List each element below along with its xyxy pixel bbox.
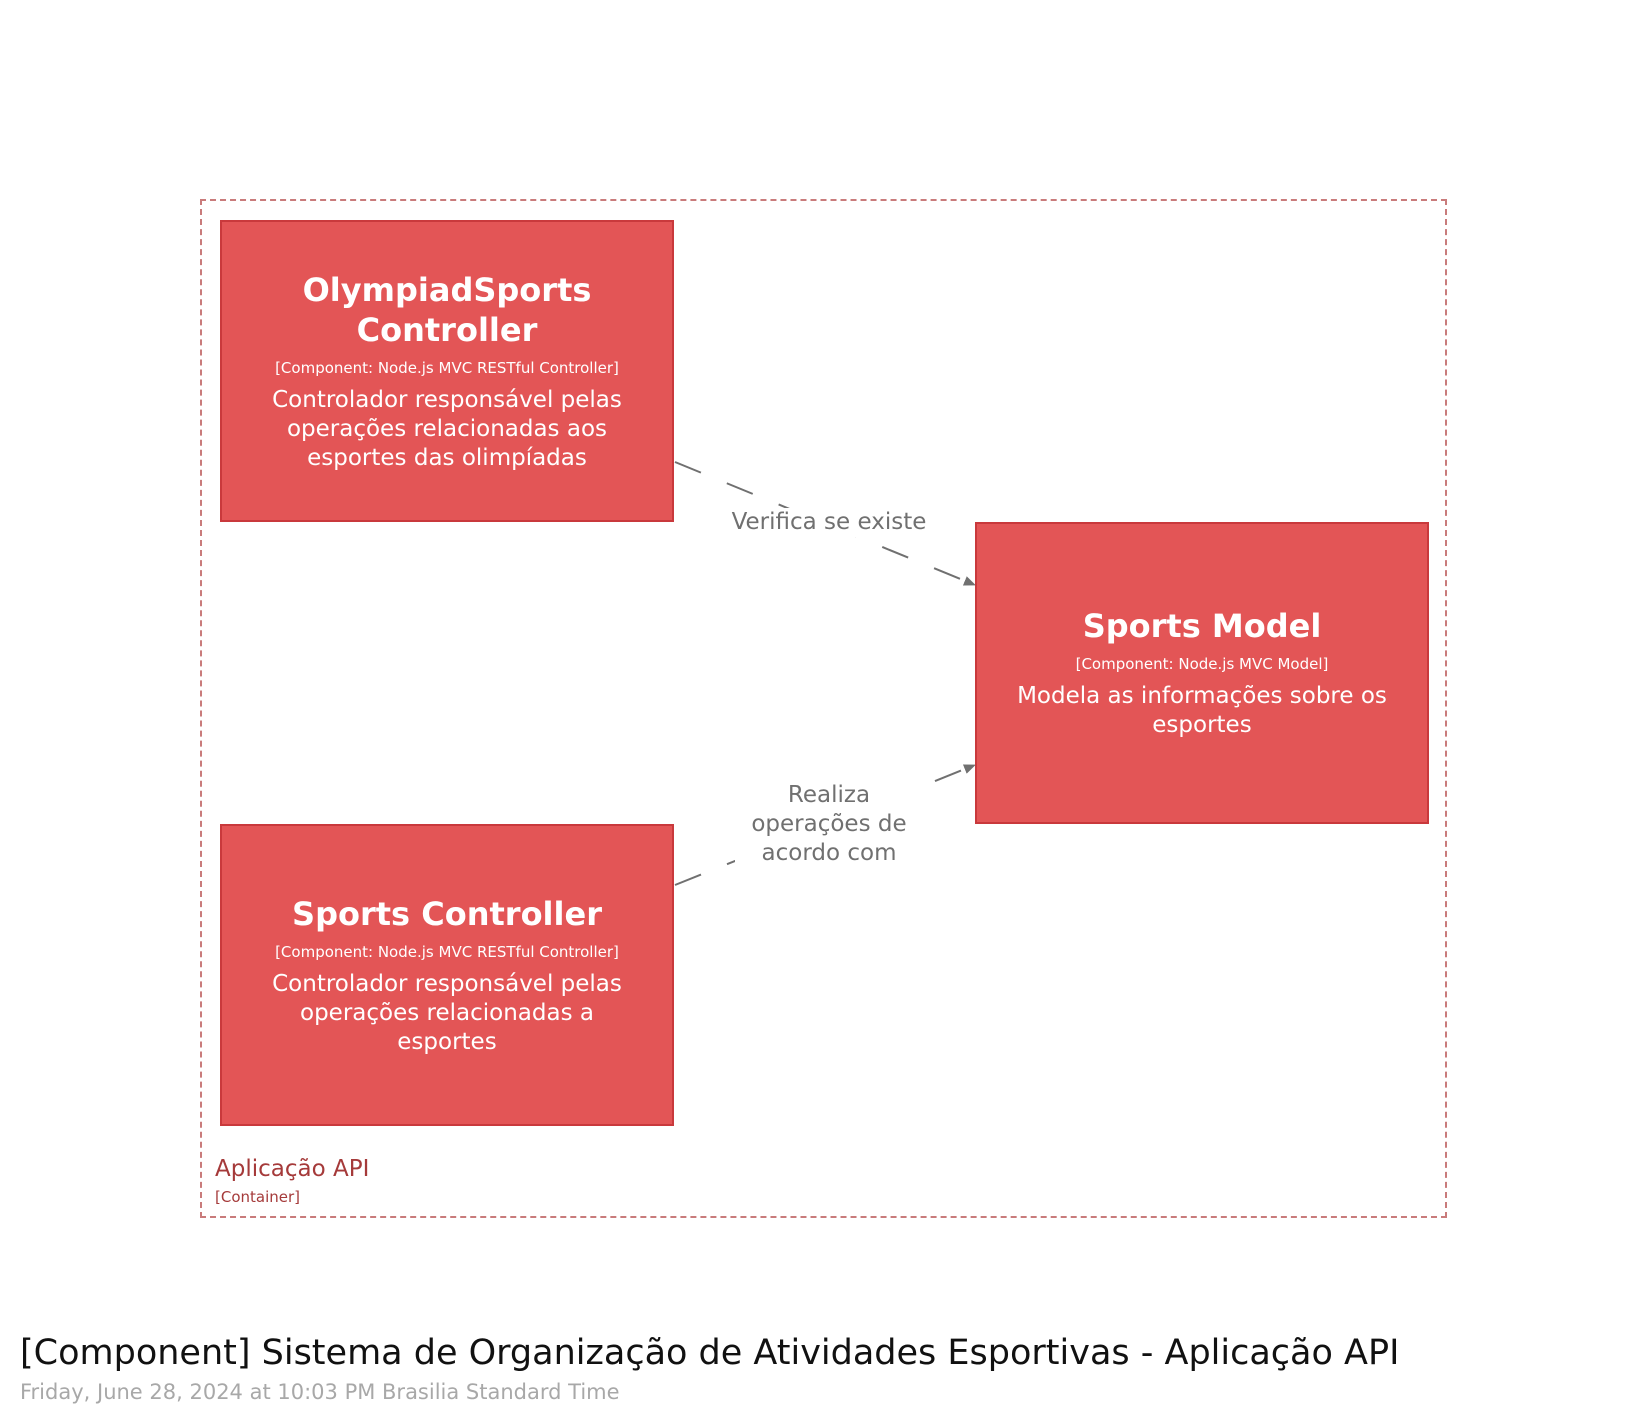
container-boundary <box>200 199 1447 1218</box>
component-type: [Component: Node.js MVC Model] <box>1075 655 1329 673</box>
component-type: [Component: Node.js MVC RESTful Controll… <box>275 942 619 961</box>
component-description: Controlador responsável pelas operações … <box>272 970 622 1055</box>
component-title: OlympiadSports Controller <box>302 270 592 349</box>
sports-model-box[interactable]: Sports Model [Component: Node.js MVC Mod… <box>975 522 1429 824</box>
component-title: Sports Model <box>1082 607 1322 645</box>
component-description: Controlador responsável pelas operações … <box>272 386 622 471</box>
sports-controller-box[interactable]: Sports Controller [Component: Node.js MV… <box>220 824 674 1126</box>
relationship-label-realiza: Realiza operações de acordo com <box>735 781 923 868</box>
component-title: Sports Controller <box>292 894 602 933</box>
component-description: Modela as informações sobre os esportes <box>1017 683 1387 738</box>
diagram-timestamp: Friday, June 28, 2024 at 10:03 PM Brasil… <box>20 1380 620 1404</box>
olympiad-sports-controller-box[interactable]: OlympiadSports Controller [Component: No… <box>220 220 674 522</box>
component-type: [Component: Node.js MVC RESTful Controll… <box>275 358 619 377</box>
boundary-name: Aplicação API <box>215 1156 370 1182</box>
diagram-title: [Component] Sistema de Organização de At… <box>20 1333 1400 1373</box>
relationship-label-verifica: Verifica se existe <box>725 508 933 537</box>
boundary-type: [Container] <box>215 1188 301 1206</box>
